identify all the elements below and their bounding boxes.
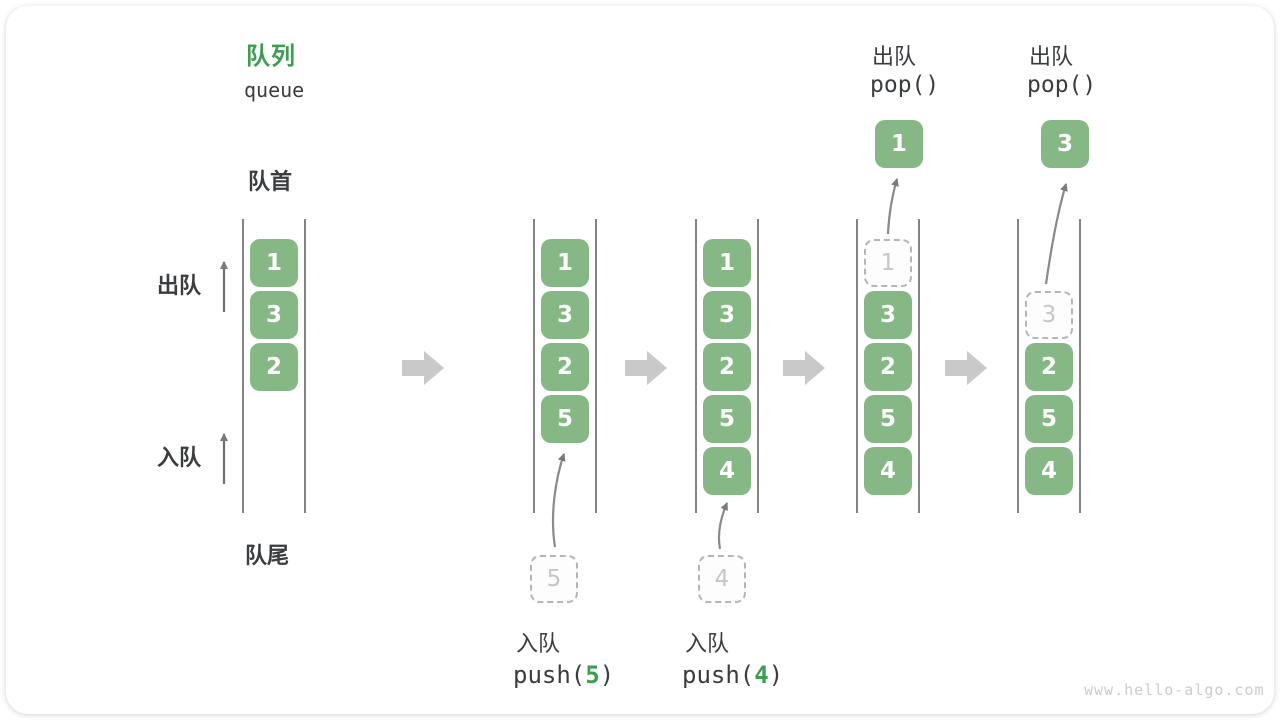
- queue-cell: 4: [1025, 447, 1073, 495]
- enqueue-side-label: 入队: [157, 446, 202, 471]
- push-close-paren: ): [599, 661, 615, 689]
- push-op-label: 入队: [516, 632, 561, 657]
- queue-cell: 1: [541, 239, 589, 287]
- pop-1-arrow: [886, 178, 899, 235]
- queue-cell: 5: [703, 395, 751, 443]
- popped-cell: 1: [875, 120, 923, 168]
- push-5-arrow: [551, 453, 566, 548]
- pop-3-arrow: [1044, 183, 1068, 285]
- queue-cell: 2: [541, 343, 589, 391]
- queue-column-lines: [242, 219, 1081, 513]
- watermark: www.hello-algo.com: [1084, 681, 1265, 699]
- push-4-arrow: [717, 502, 729, 550]
- staging-cell: 5: [530, 555, 578, 603]
- popped-cell: 3: [1041, 120, 1089, 168]
- queue-cell: 5: [864, 395, 912, 443]
- dequeue-side-label: 出队: [157, 274, 202, 299]
- push-op-label: 入队: [685, 632, 730, 657]
- push-op-code: push(5): [513, 661, 614, 689]
- queue-cell: 3: [703, 291, 751, 339]
- queue-cell: 4: [864, 447, 912, 495]
- queue-cell: 1: [250, 239, 298, 287]
- push-close-paren: ): [768, 661, 784, 689]
- pop-op-label: 出队: [1029, 45, 1074, 70]
- queue-cell-dashed: 3: [1025, 291, 1073, 339]
- queue-cell: 3: [541, 291, 589, 339]
- queue-cell: 2: [864, 343, 912, 391]
- push-arg-value: 5: [585, 661, 600, 689]
- queue-cell: 3: [864, 291, 912, 339]
- queue-front-label: 队首: [248, 170, 293, 195]
- pop-op-code: pop(): [870, 72, 940, 98]
- state-transition-arrow: [783, 351, 825, 385]
- push-fn-text: push(: [513, 661, 586, 689]
- staging-cell: 4: [698, 555, 746, 603]
- queue-cell: 5: [1025, 395, 1073, 443]
- queue-cell: 2: [1025, 343, 1073, 391]
- queue-cell: 3: [250, 291, 298, 339]
- arrows-and-lines-layer: [220, 178, 1081, 550]
- pop-op-label: 出队: [872, 45, 917, 70]
- queue-diagram-canvas: 队列 queue 队首 出队 入队 队尾 出队 pop() 出队 pop() 入…: [6, 6, 1274, 714]
- push-arg-value: 4: [754, 661, 769, 689]
- queue-rear-label: 队尾: [245, 544, 290, 569]
- pop-op-code: pop(): [1027, 72, 1097, 98]
- diagram-subtitle: queue: [244, 78, 305, 102]
- queue-cell: 1: [703, 239, 751, 287]
- queue-cell: 5: [541, 395, 589, 443]
- queue-cell: 2: [250, 343, 298, 391]
- state-transition-arrow: [945, 351, 987, 385]
- push-fn-text: push(: [682, 661, 755, 689]
- queue-cell: 4: [703, 447, 751, 495]
- queue-cell-dashed: 1: [864, 239, 912, 287]
- queue-cell: 2: [703, 343, 751, 391]
- state-transition-arrow: [402, 351, 444, 385]
- push-op-code: push(4): [682, 661, 783, 689]
- state-transition-arrow: [625, 351, 667, 385]
- diagram-title: 队列: [246, 42, 296, 70]
